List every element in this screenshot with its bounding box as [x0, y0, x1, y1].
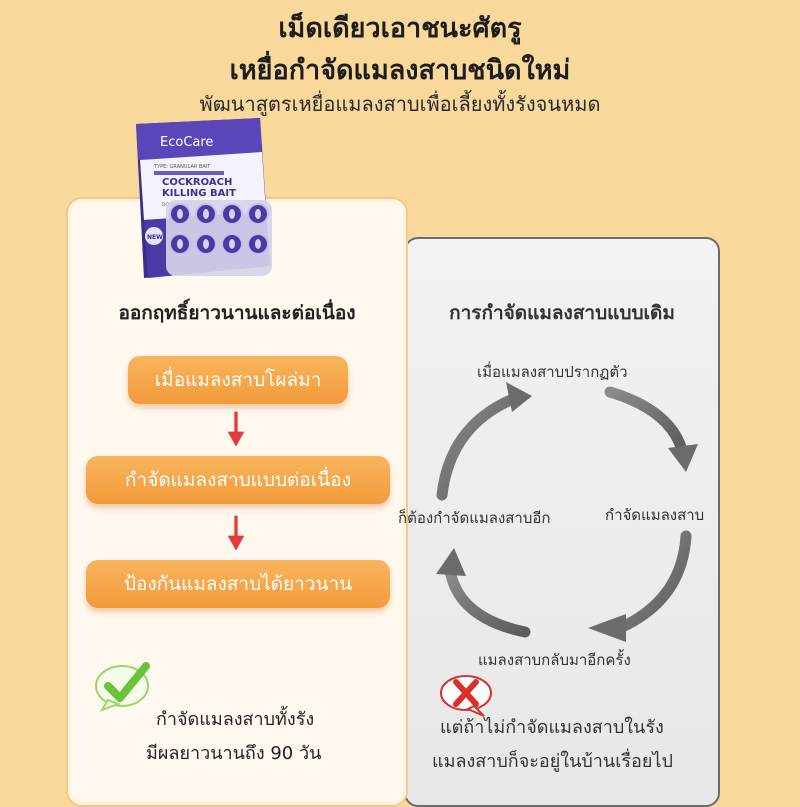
- product-brand: EcoCare: [160, 135, 213, 150]
- headline-line-1: เม็ดเดียวเอาชนะศัตรู: [278, 13, 522, 44]
- check-bubble-icon: [95, 662, 150, 712]
- right-panel-heading: การกำจัดแมลงสาบแบบเดิม: [449, 302, 675, 324]
- headline-subtitle: พัฒนาสูตรเหยื่อแมลงสาบเพื่อเลี้ยงทั้งรัง…: [199, 92, 601, 116]
- new-badge-icon: [145, 227, 163, 245]
- arrow-down-icon: [227, 411, 245, 447]
- cycle-label-left: ก็ต้องกำจัดแมลงสาบอีก: [398, 509, 551, 527]
- right-result-line-1: แต่ถ้าไม่กำจัดแมลงสาบในรัง: [440, 717, 664, 738]
- product-box-image: EcoCare TYPE: GRANULAR BAIT COCKROACH KI…: [136, 118, 272, 278]
- cross-bubble-icon: [440, 675, 492, 717]
- left-result-line-2: มีผลยาวนานถึง 90 วัน: [146, 743, 322, 764]
- product-name-line-1: COCKROACH: [162, 177, 232, 188]
- step-1-pill: เมื่อแมลงสาบโผล่มา: [128, 356, 348, 404]
- arrow-down-icon: [227, 515, 245, 551]
- left-result-line-1: กำจัดแมลงสาบทั้งรัง: [156, 709, 315, 730]
- new-badge: NEW: [147, 234, 163, 241]
- cycle-label-bottom: แมลงสาบกลับมาอีกครั้ง: [478, 651, 631, 669]
- step-2-pill: กำจัดแมลงสาบแบบต่อเนื่อง: [86, 456, 390, 504]
- cycle-label-right: กำจัดแมลงสาบ: [605, 506, 705, 524]
- product-type-label: TYPE: GRANULAR BAIT: [153, 164, 211, 170]
- traditional-method-panel: [404, 237, 720, 807]
- right-result-line-2: แมลงสาบก็จะอยู่ในบ้านเรื่อยไป: [432, 751, 673, 772]
- headline-line-2: เหยื่อกำจัดแมลงสาบชนิดใหม่: [229, 55, 571, 86]
- step-3-pill: ป้องกันแมลงสาบได้ยาวนาน: [86, 560, 390, 608]
- product-name-line-2: KILLING BAIT: [162, 188, 236, 199]
- left-panel-heading: ออกฤทธิ์ยาวนานและต่อเนื่อง: [118, 302, 356, 324]
- cycle-arrows-icon: [436, 382, 698, 642]
- cycle-label-top: เมื่อแมลงสาบปรากฏตัว: [477, 363, 628, 381]
